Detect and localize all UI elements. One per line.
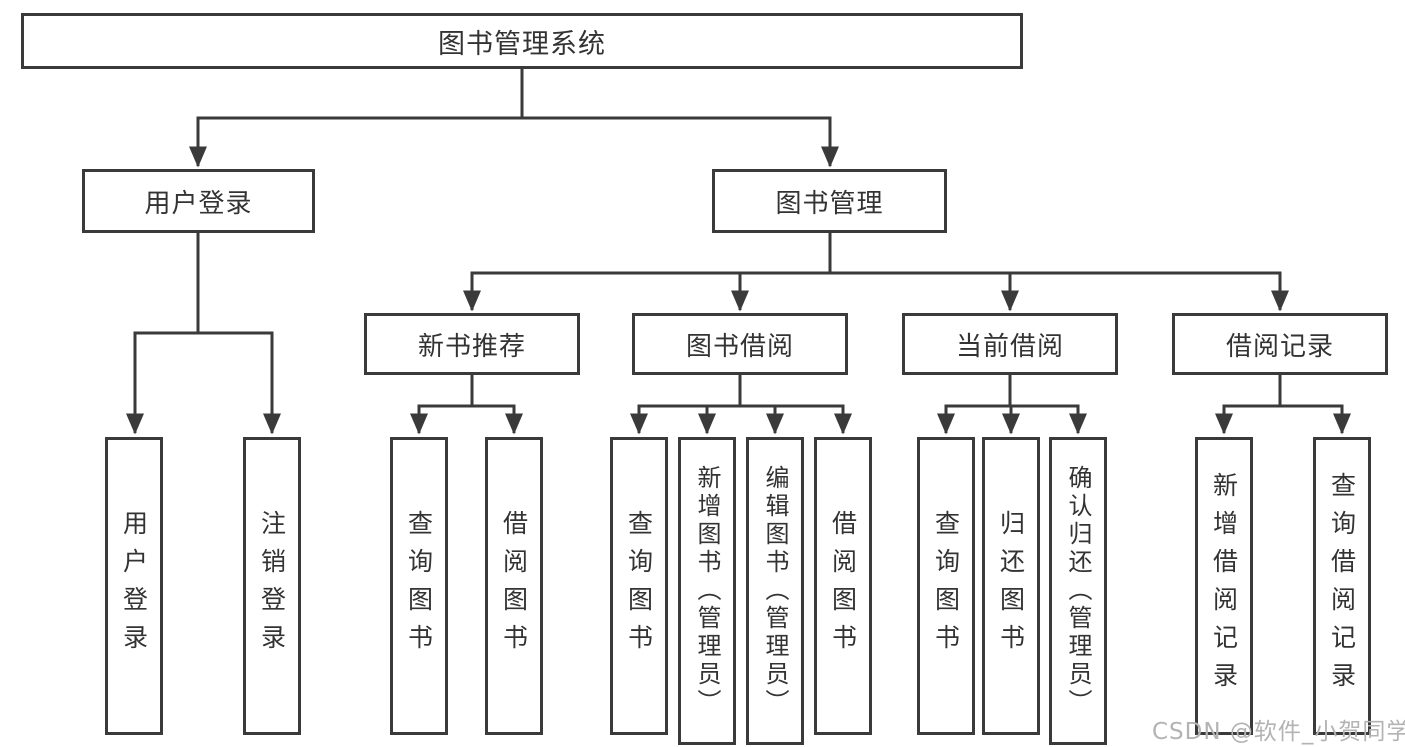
node-borrow-records: 借阅记录 — [1172, 313, 1388, 375]
leaf-confirm-return-admin: 确认归还（管理员） — [1049, 437, 1107, 745]
leaf-query-books-current: 查询图书 — [917, 437, 975, 735]
leaf-logout: 注销登录 — [243, 437, 301, 735]
leaf-add-borrow-record: 新增借阅记录 — [1195, 437, 1253, 735]
leaf-query-books-recommend: 查询图书 — [390, 437, 448, 735]
node-book-management: 图书管理 — [712, 169, 947, 233]
node-current-borrow: 当前借阅 — [902, 313, 1118, 375]
node-user-login: 用户登录 — [82, 169, 315, 233]
leaf-edit-book-admin: 编辑图书（管理员） — [746, 437, 804, 745]
leaf-query-books-borrow: 查询图书 — [610, 437, 668, 735]
node-book-borrow: 图书借阅 — [632, 313, 848, 375]
leaf-borrow-books: 借阅图书 — [814, 437, 872, 735]
csdn-watermark: CSDN @软件_小贺同学 — [1152, 719, 1405, 745]
leaf-add-book-admin: 新增图书（管理员） — [678, 437, 736, 745]
leaf-query-borrow-record: 查询借阅记录 — [1313, 437, 1371, 735]
node-root-library-system: 图书管理系统 — [21, 13, 1023, 69]
node-new-book-recommend: 新书推荐 — [364, 313, 580, 375]
leaf-user-login: 用户登录 — [105, 437, 163, 735]
leaf-borrow-books-recommend: 借阅图书 — [485, 437, 543, 735]
leaf-return-books: 归还图书 — [982, 437, 1040, 735]
